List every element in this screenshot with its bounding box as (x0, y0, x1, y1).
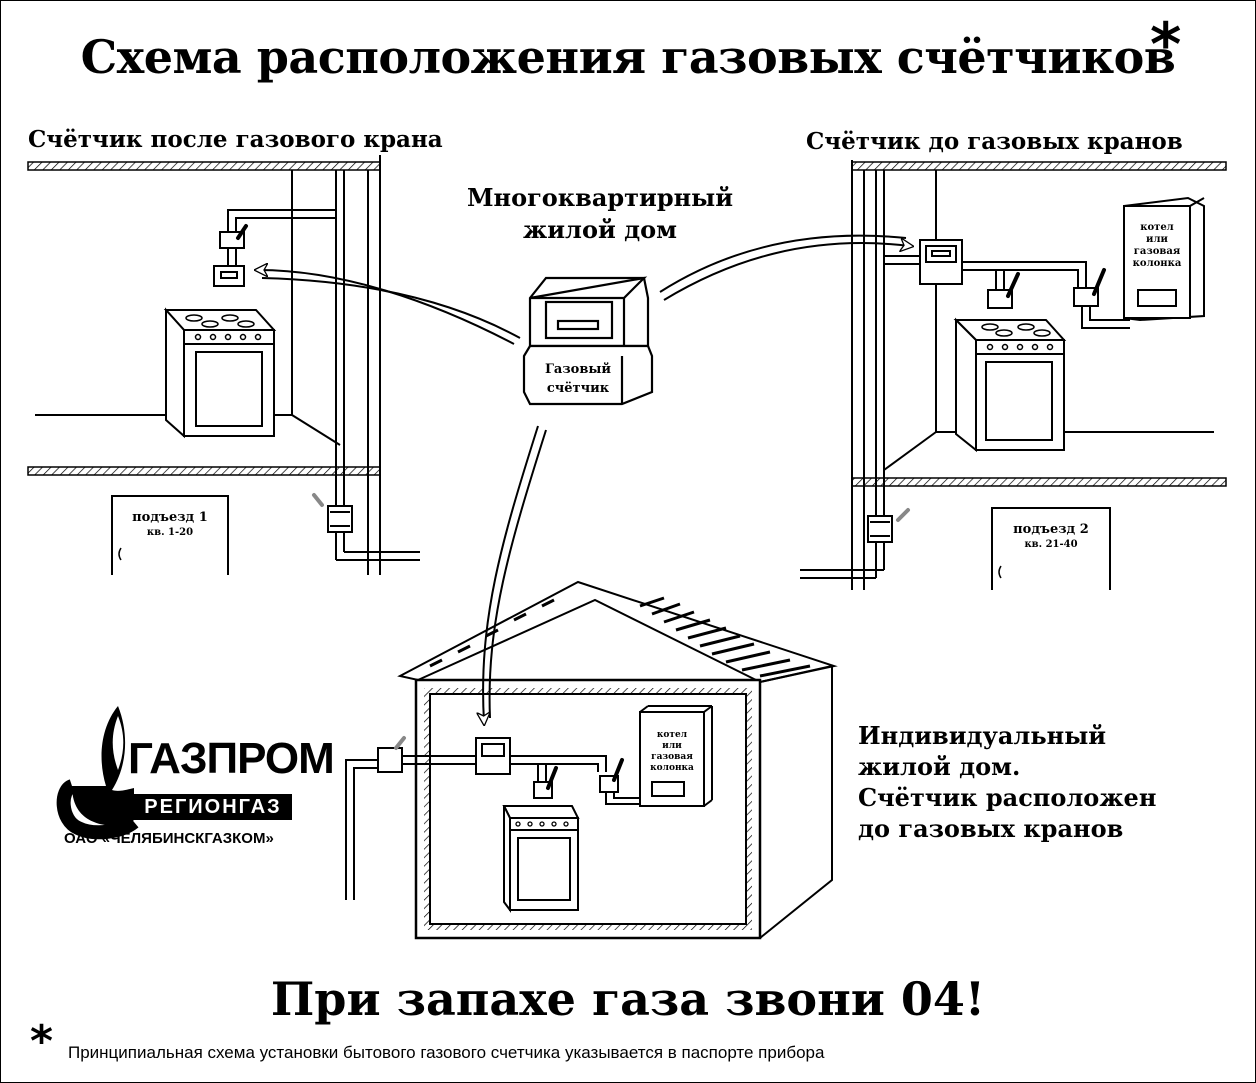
title-asterisk: * (1150, 10, 1182, 80)
entrance-2-flats: кв. 21-40 (1024, 539, 1078, 550)
house-description-line-1: Индивидуальный (858, 721, 1107, 750)
logo-company-name: ОАО «ЧЕЛЯБИНСКГАЗКОМ» (64, 830, 274, 847)
meter-label-line-2: счётчик (546, 381, 610, 396)
footnote-asterisk: * (30, 1016, 54, 1067)
entrance-1-sign: подъезд 1 кв. 1-20 (112, 508, 228, 539)
right-boiler-label: котел или газовая колонка (1124, 222, 1190, 270)
footnote-text: Принципиальная схема установки бытового … (68, 1043, 825, 1062)
logo-regiongaz: РЕГИОНГАЗ (134, 794, 292, 820)
individual-house (345, 580, 838, 940)
house-description-line-2: жилой дом. (858, 752, 1021, 781)
entrance-1-label: подъезд 1 (132, 510, 208, 525)
logo-gazprom: ГАЗПРОМ (128, 734, 335, 783)
left-apartment-scene (27, 155, 420, 575)
building-type-label: Многоквартирный жилой дом (440, 182, 760, 246)
entrance-2-sign: подъезд 2 кв. 21-40 (992, 520, 1110, 551)
meter-label-line-1: Газовый (544, 362, 612, 377)
right-boiler-line-2: или (1146, 234, 1168, 245)
gas-warning: При запахе газа звони 04! (270, 972, 986, 1026)
house-boiler-line-3: газовая (651, 752, 693, 762)
right-boiler-line-4: колонка (1132, 258, 1182, 269)
house-description-line-3: Счётчик расположен (858, 783, 1157, 812)
house-boiler-line-2: или (662, 741, 682, 751)
right-boiler-line-3: газовая (1133, 246, 1181, 257)
page-title: Схема расположения газовых счётчиков (80, 30, 1176, 84)
building-type-line-2: жилой дом (523, 215, 677, 244)
entrance-2-label: подъезд 2 (1013, 522, 1089, 537)
entrance-1-flats: кв. 1-20 (146, 527, 194, 538)
house-description-line-4: до газовых кранов (858, 814, 1124, 843)
house-boiler-line-1: котел (656, 730, 688, 740)
left-section-heading: Счётчик после газового крана (28, 126, 443, 153)
house-boiler-line-4: колонка (650, 763, 694, 773)
right-section-heading: Счётчик до газовых кранов (806, 128, 1183, 155)
right-apartment-scene (800, 160, 1227, 590)
flow-arrows (258, 234, 910, 722)
building-type-line-1: Многоквартирный (466, 183, 734, 212)
house-description: Индивидуальный жилой дом. Счётчик распол… (858, 720, 1156, 844)
central-gas-meter (522, 276, 654, 406)
gazprom-logo-mark (56, 706, 139, 840)
house-boiler-label: котел или газовая колонка (640, 730, 704, 774)
meter-label: Газовый счётчик (530, 360, 626, 398)
right-boiler-line-1: котел (1140, 222, 1174, 233)
